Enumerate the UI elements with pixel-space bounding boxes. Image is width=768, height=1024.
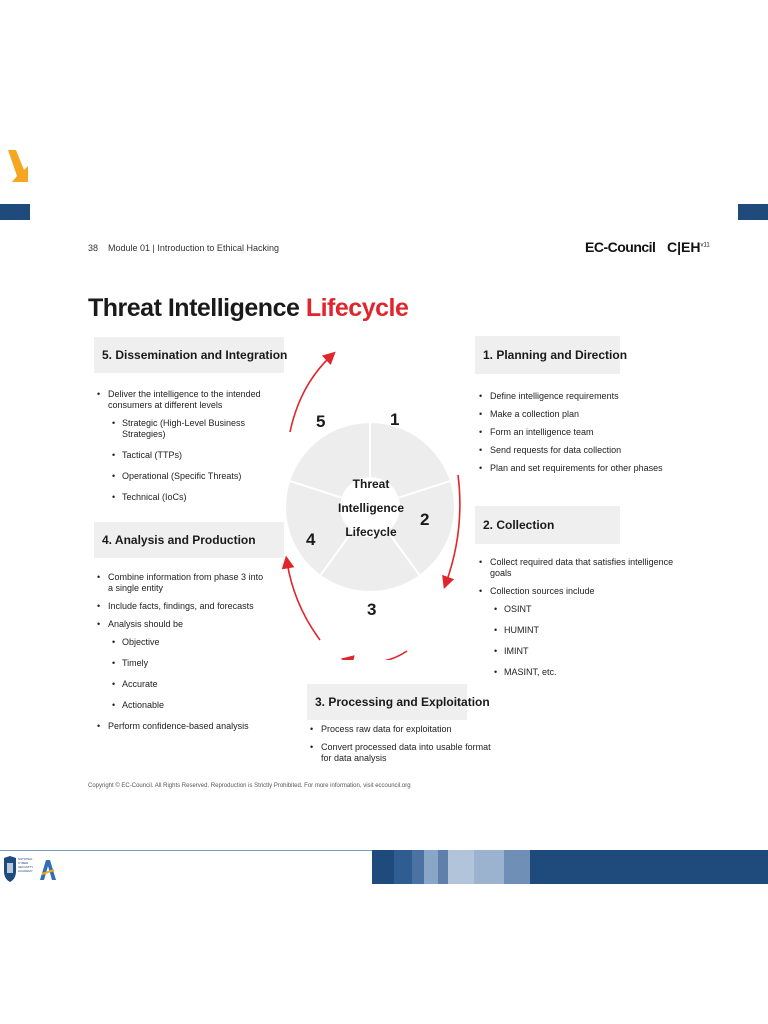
list-item: Convert processed data into usable forma… xyxy=(307,742,497,764)
processing-list: Process raw data for exploitation Conver… xyxy=(307,724,497,771)
segment-label-4: 4 xyxy=(306,530,316,549)
collection-list: Collect required data that satisfies int… xyxy=(476,557,676,688)
academy-shield-icon xyxy=(4,856,16,882)
list-item: Make a collection plan xyxy=(476,409,676,420)
orange-arrow-icon xyxy=(8,150,28,182)
right-accent-bar xyxy=(738,204,768,220)
list-item: HUMINT xyxy=(476,625,676,636)
list-item: Combine information from phase 3 into a … xyxy=(94,572,269,594)
academy-logo-text: NATIONAL CYBER SECURITY ACADEMY xyxy=(18,857,34,873)
segment-label-5: 5 xyxy=(316,412,326,431)
planning-list: Define intelligence requirements Make a … xyxy=(476,391,676,481)
footer-color-strip xyxy=(372,850,768,884)
ring-divider xyxy=(319,530,354,576)
collection-heading: 2. Collection xyxy=(475,506,620,544)
list-item: Strategic (High-Level Business Strategie… xyxy=(94,418,289,440)
list-item: IMINT xyxy=(476,646,676,657)
list-item: Operational (Specific Threats) xyxy=(94,471,289,482)
list-item: Analysis should be xyxy=(94,619,269,630)
list-item: Accurate xyxy=(94,679,269,690)
page-number: 38 xyxy=(88,243,99,253)
list-item: MASINT, etc. xyxy=(476,667,676,678)
au-logo-icon xyxy=(40,860,56,880)
list-item: Actionable xyxy=(94,700,269,711)
cycle-arrow xyxy=(442,474,461,590)
list-item: Timely xyxy=(94,658,269,669)
module-header: 38 Module 01 | Introduction to Ethical H… xyxy=(88,243,279,253)
list-item: Send requests for data collection xyxy=(476,445,676,456)
ring-divider xyxy=(398,480,451,499)
list-item: OSINT xyxy=(476,604,676,615)
list-item: Collection sources include xyxy=(476,586,676,597)
planning-heading: 1. Planning and Direction xyxy=(475,336,627,374)
module-title: Module 01 | Introduction to Ethical Hack… xyxy=(108,243,279,253)
copyright-text: Copyright © EC-Council. All Rights Reser… xyxy=(88,783,411,789)
processing-heading: 3. Processing and Exploitation xyxy=(307,684,490,720)
brand-name: EC-Council xyxy=(585,239,656,255)
list-item: Form an intelligence team xyxy=(476,427,676,438)
dissemination-list: Deliver the intelligence to the intended… xyxy=(94,389,289,513)
list-item: Plan and set requirements for other phas… xyxy=(476,463,676,474)
list-item: Process raw data for exploitation xyxy=(307,724,497,735)
cycle-arrow xyxy=(289,351,336,433)
title-main: Threat Intelligence xyxy=(88,294,300,322)
analysis-heading: 4. Analysis and Production xyxy=(94,522,284,558)
dissemination-heading: 5. Dissemination and Integration xyxy=(94,337,287,373)
segment-label-1: 1 xyxy=(390,410,400,429)
lifecycle-diagram xyxy=(281,351,461,660)
page-title: Threat Intelligence Lifecycle xyxy=(88,294,409,323)
list-item: Tactical (TTPs) xyxy=(94,450,289,461)
cycle-arrow xyxy=(340,650,408,660)
list-item: Define intelligence requirements xyxy=(476,391,676,402)
list-item: Collect required data that satisfies int… xyxy=(476,557,676,579)
list-item: Deliver the intelligence to the intended… xyxy=(94,389,289,411)
ring-divider xyxy=(289,480,342,499)
brand-cert: C|EHv11 xyxy=(667,239,710,255)
ring-divider xyxy=(386,530,421,576)
segment-label-3: 3 xyxy=(367,600,377,619)
list-item: Perform confidence-based analysis xyxy=(94,721,269,732)
cycle-center-label: Threat Intelligence Lifecycle xyxy=(337,477,405,539)
analysis-list: Combine information from phase 3 into a … xyxy=(94,572,269,739)
cycle-arrow xyxy=(281,555,321,641)
list-item: Include facts, findings, and forecasts xyxy=(94,601,269,612)
list-item: Objective xyxy=(94,637,269,648)
title-accent: Lifecycle xyxy=(305,294,409,322)
list-item: Technical (IoCs) xyxy=(94,492,289,503)
left-accent-bar xyxy=(0,204,30,220)
segment-label-2: 2 xyxy=(420,510,430,529)
